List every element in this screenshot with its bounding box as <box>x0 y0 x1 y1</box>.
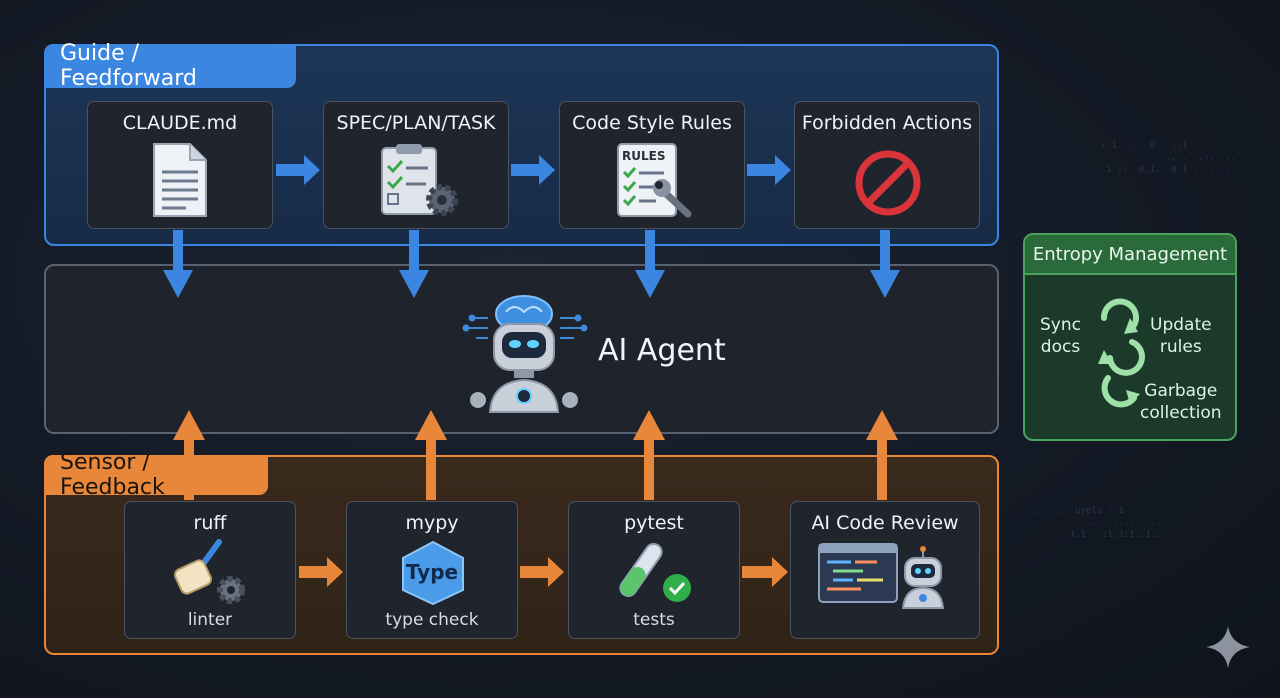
card-spec-plan-task: SPEC/PLAN/TASK <box>323 101 509 229</box>
card-ai-code-review: AI Code Review <box>790 501 980 639</box>
card-claude-md: CLAUDE.md <box>87 101 273 229</box>
ai-agent-panel <box>44 264 999 434</box>
forbidden-icon <box>855 150 921 216</box>
sparkle-icon <box>1206 626 1250 668</box>
background-code: ... .. uyels : 1 ... .. ... ..... .. 1.1… <box>1020 506 1168 540</box>
card-subtitle: type check <box>385 610 479 630</box>
entropy-label-line: Update <box>1150 315 1212 335</box>
card-subtitle: tests <box>633 610 675 630</box>
rules-wrench-icon <box>617 143 692 218</box>
rules-tag: RULES <box>622 149 666 163</box>
card-subtitle: linter <box>187 610 233 630</box>
test-tube-check-icon <box>619 542 691 602</box>
clipboard-checklist-icon <box>381 144 458 216</box>
card-title: AI Code Review <box>811 512 959 534</box>
entropy-update-rules: Update rules <box>1150 314 1212 358</box>
entropy-label-line: Garbage <box>1144 381 1218 401</box>
entropy-sync-docs: Sync docs <box>1040 314 1081 358</box>
card-title: pytest <box>624 512 684 534</box>
card-mypy: mypy Type type check <box>346 501 518 639</box>
sensor-panel-title: Sensor / Feedback <box>44 450 268 500</box>
entropy-garbage-collection: Garbage collection <box>1140 380 1222 424</box>
entropy-label-line: collection <box>1140 403 1222 423</box>
card-title: Code Style Rules <box>572 112 732 134</box>
type-icon-label: Type <box>405 560 459 584</box>
card-code-style-rules: Code Style Rules RULES <box>559 101 745 229</box>
agent-label: AI Agent <box>598 333 726 368</box>
entropy-label-line: Sync <box>1040 315 1081 335</box>
card-title: Forbidden Actions <box>801 112 973 134</box>
guide-panel-title: Guide / Feedforward <box>44 41 296 91</box>
card-pytest: pytest tests <box>568 501 740 639</box>
entropy-label-line: docs <box>1040 337 1081 357</box>
card-ruff: ruff linter <box>124 501 296 639</box>
type-hexagon-icon <box>402 540 464 606</box>
card-forbidden-actions: Forbidden Actions <box>794 101 980 229</box>
card-title: mypy <box>405 512 459 534</box>
card-title: ruff <box>193 512 227 534</box>
document-icon <box>153 143 207 217</box>
lint-roller-gear-icon <box>173 539 245 604</box>
card-title: CLAUDE.md <box>122 112 238 134</box>
entropy-panel-title: Entropy Management <box>1025 235 1235 275</box>
code-review-robot-icon <box>818 543 945 609</box>
entropy-label-line: rules <box>1159 337 1202 357</box>
background-code: r 1 .. 0. ::1 .. . .:. .. 1 :: 0.1.. 0.1… <box>1100 141 1237 175</box>
card-title: SPEC/PLAN/TASK <box>336 112 496 134</box>
